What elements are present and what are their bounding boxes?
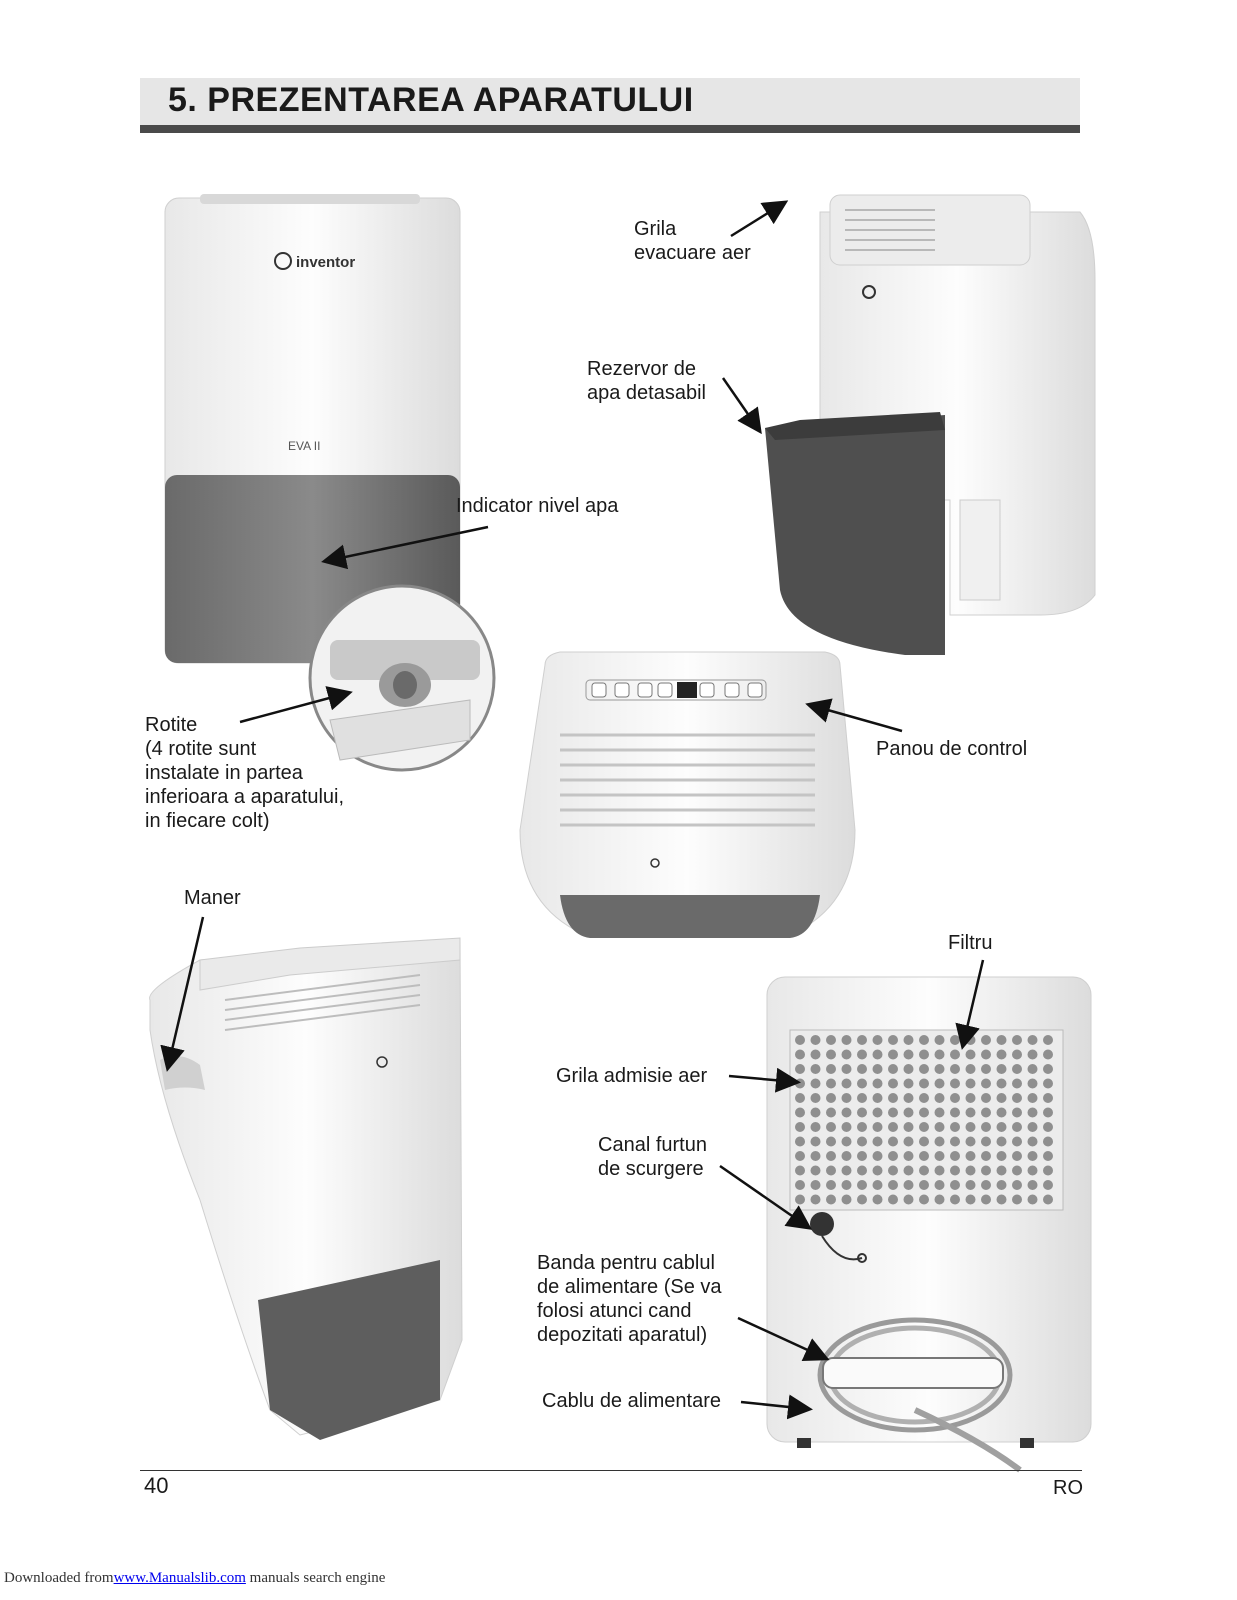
drain-hose-outlet (810, 1212, 834, 1236)
language-code: RO (1053, 1477, 1083, 1499)
control-panel (585, 679, 767, 701)
tank-removed-image (765, 194, 1096, 655)
label-water-level-indicator: Indicator nivel apa (456, 495, 619, 517)
cord-strap (822, 1357, 1004, 1389)
air-intake-grille (789, 1029, 1064, 1211)
front-view-image: inventor EVA II (164, 194, 496, 772)
source-note: Downloaded fromwww.Manualslib.com manual… (4, 1570, 386, 1586)
control-panel-image (519, 651, 856, 938)
model-badge: EVA II (288, 439, 320, 453)
label-control-panel: Panou de control (876, 738, 1028, 760)
back-view-image (766, 976, 1092, 1473)
source-link[interactable]: www.Manualslib.com (113, 1570, 246, 1586)
brand-logo-icon (274, 252, 292, 270)
footer-rule (140, 1470, 1082, 1471)
callout-arrows (160, 200, 985, 1420)
handle-view-image (149, 937, 463, 1440)
label-filter: Filtru (948, 932, 993, 954)
label-handle: Maner (184, 887, 241, 909)
label-power-cord: Cablu de alimentare (542, 1390, 721, 1412)
section-header: 5. PREZENTAREA APARATULUI (140, 78, 1080, 133)
label-air-intake-grille: Grila admisie aer (556, 1065, 708, 1087)
page-number: 40 (144, 1473, 169, 1498)
brand-logo-text: inventor (296, 254, 355, 271)
page-title: 5. PREZENTAREA APARATULUI (168, 81, 694, 119)
